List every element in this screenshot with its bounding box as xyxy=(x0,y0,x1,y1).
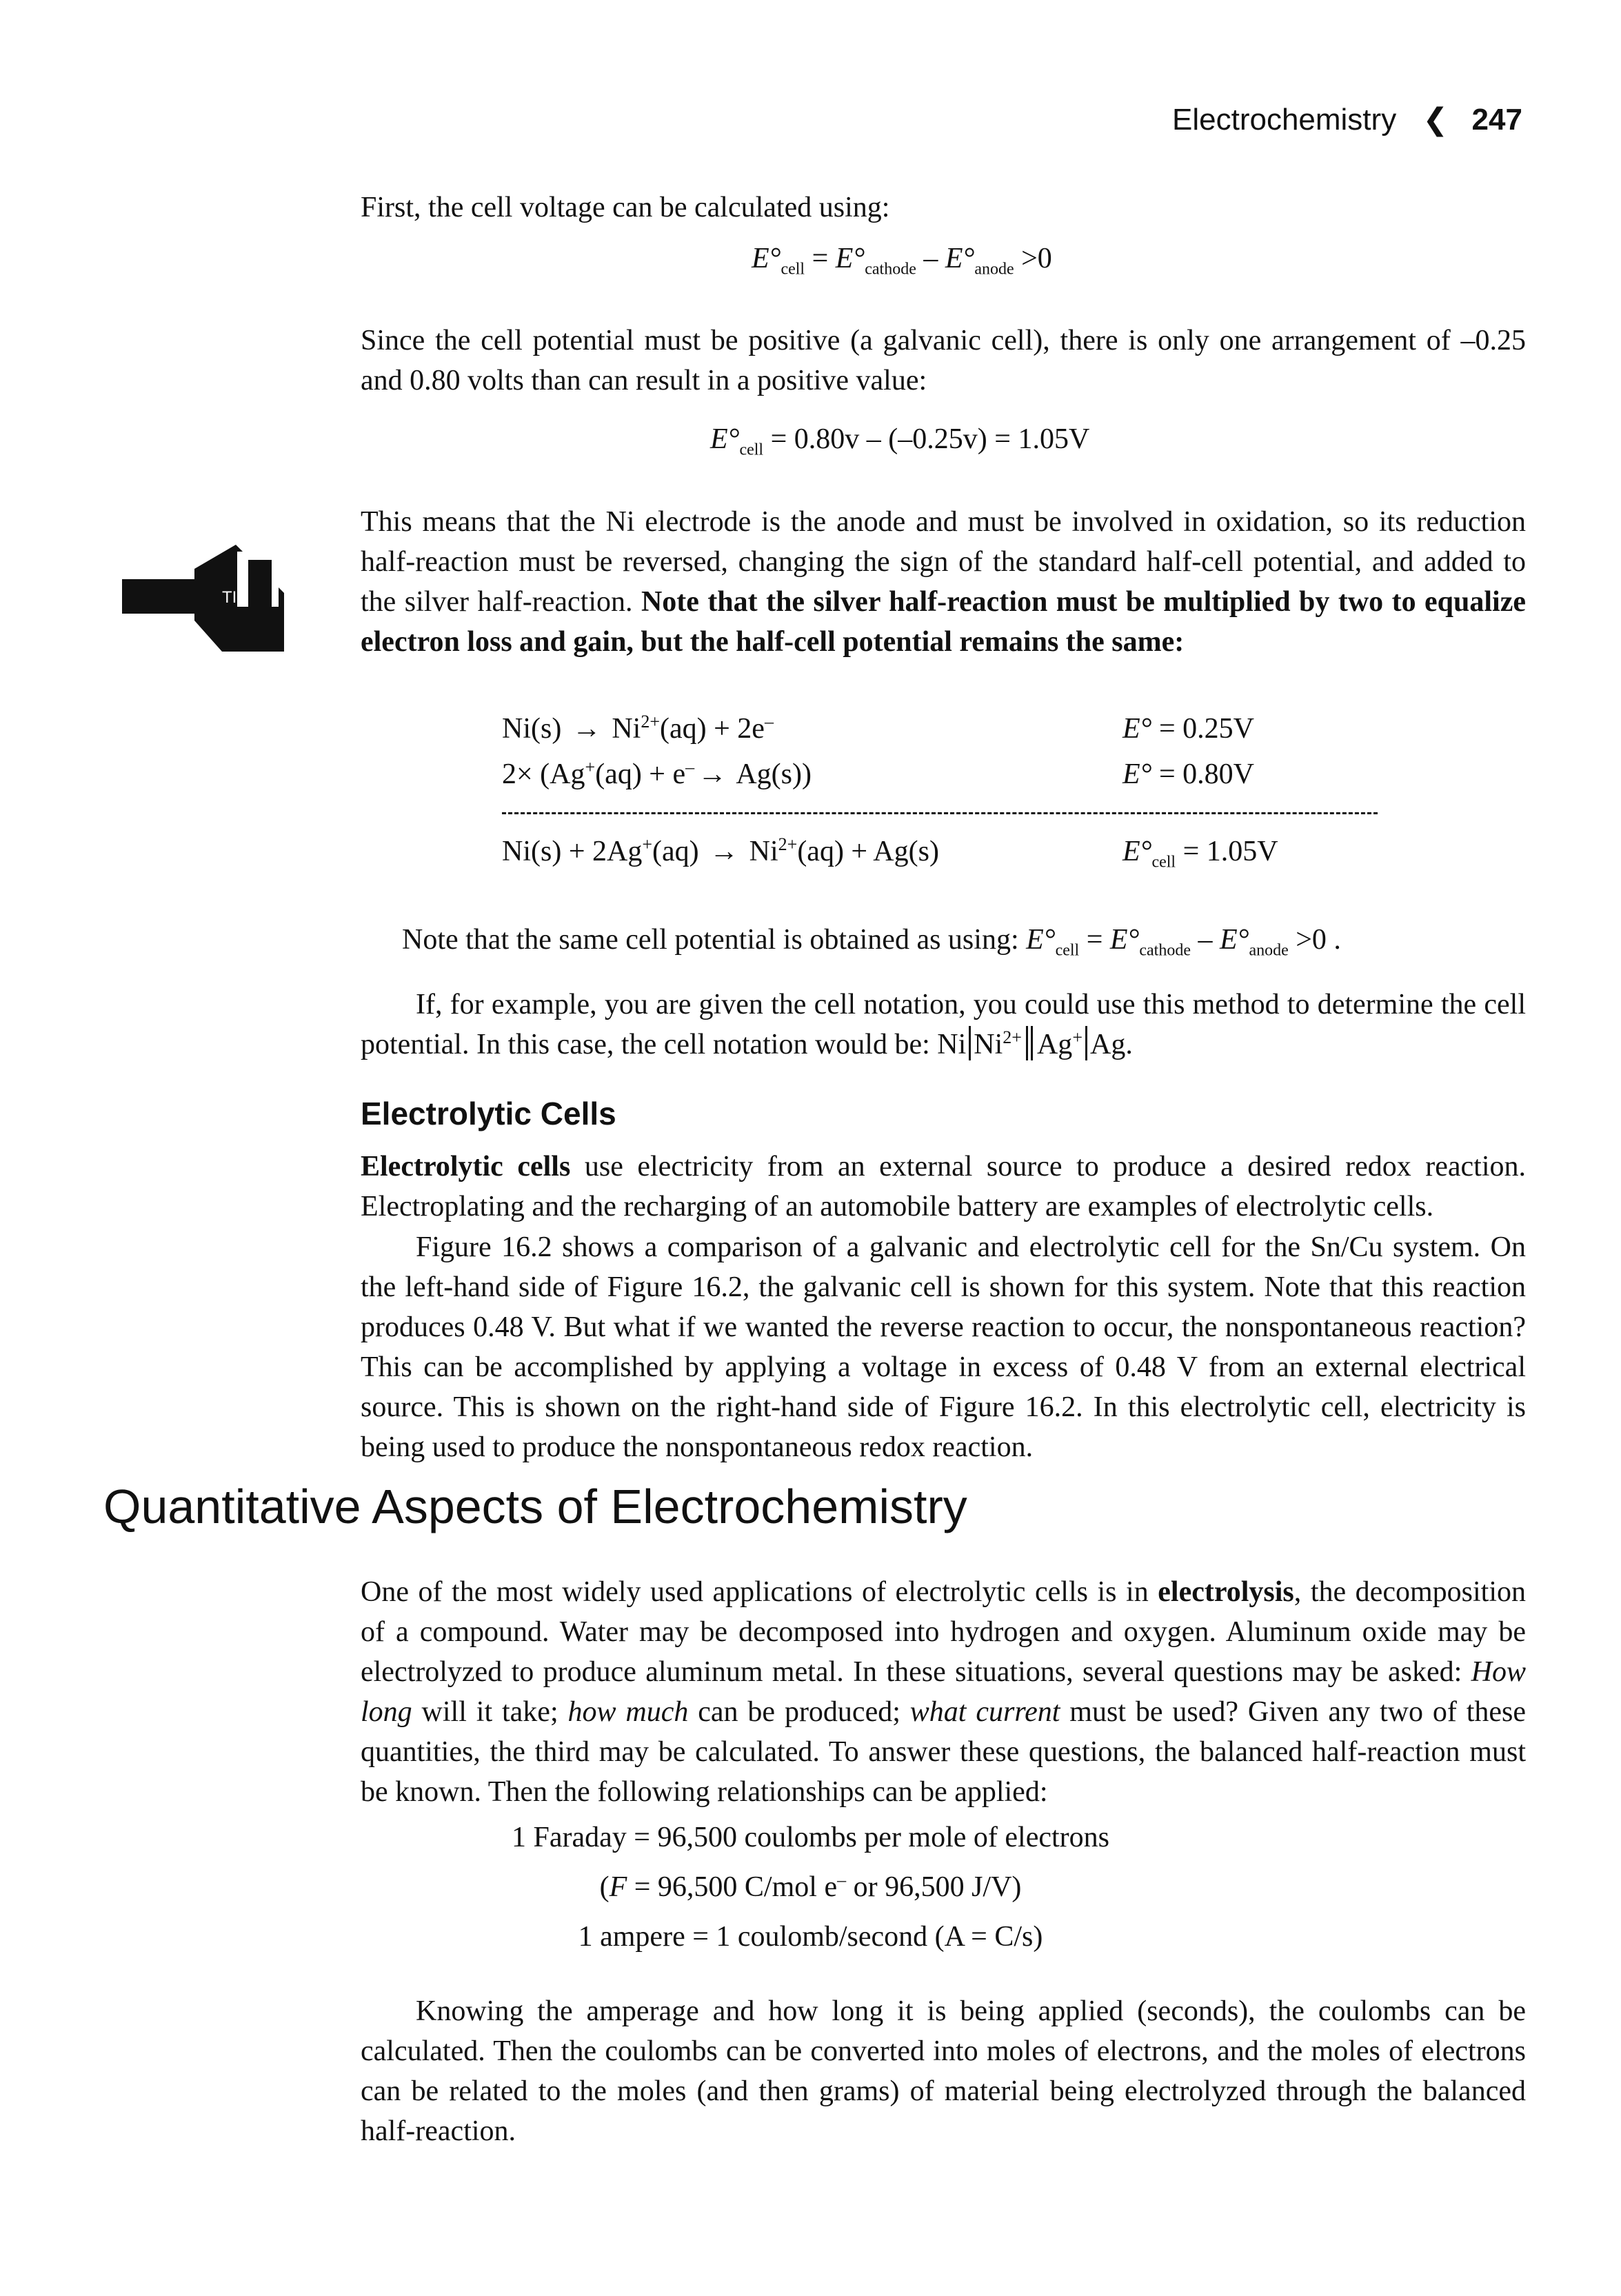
eq-symbol: E° xyxy=(752,243,781,274)
reaction-separator xyxy=(502,812,1378,814)
header-section: Electrochemistry xyxy=(1172,103,1397,137)
relation-faraday: 1 Faraday = 96,500 coulombs per mole of … xyxy=(512,1822,1109,1853)
heading-quantitative: Quantitative Aspects of Electrochemistry xyxy=(103,1480,967,1533)
equation-cell-value: E°cell = 0.80v – (–0.25v) = 1.05V xyxy=(710,423,1090,459)
pointing-hand-icon: TIP xyxy=(122,545,284,652)
relation-ampere: 1 ampere = 1 coulomb/second (A = C/s) xyxy=(578,1921,1043,1953)
right-arrow-icon: → xyxy=(572,713,601,745)
paragraph-electrolytic-1: Electrolytic cells use electricity from … xyxy=(361,1151,1526,1222)
phase-boundary xyxy=(1085,1026,1087,1060)
svg-text:TIP: TIP xyxy=(222,588,248,607)
running-header: Electrochemistry ❮ 247 xyxy=(1172,102,1531,143)
reaction-1-potential: E° = 0.25V xyxy=(1122,713,1254,745)
paragraph-knowing: Knowing the amperage and how long it is … xyxy=(361,1995,1526,2147)
paragraph-electrolysis: One of the most widely used applications… xyxy=(361,1576,1526,1808)
tip-emphasis: Note that the silver half-reaction must … xyxy=(361,586,1526,658)
paragraph-cell-notation: If, for example, you are given the cell … xyxy=(361,989,1526,1060)
paragraph-electrolytic-2: Figure 16.2 shows a comparison of a galv… xyxy=(361,1231,1526,1463)
paragraph-this-means: This means that the Ni electrode is the … xyxy=(361,506,1526,658)
phase-boundary xyxy=(969,1026,971,1060)
paragraph-first: First, the cell voltage can be calculate… xyxy=(361,192,890,223)
salt-bridge xyxy=(1025,1026,1033,1060)
tip-icon: TIP xyxy=(119,538,298,655)
relation-faraday-constant: (F = 96,500 C/mol e– or 96,500 J/V) xyxy=(599,1870,1022,1904)
paragraph-note: Note that the same cell potential is obt… xyxy=(402,924,1341,960)
reaction-2-potential: E° = 0.80V xyxy=(1122,758,1254,790)
paragraph-since: Since the cell potential must be positiv… xyxy=(361,325,1526,396)
page-number: 247 xyxy=(1471,103,1522,137)
reaction-1: Ni(s) → Ni2+(aq) + 2e– xyxy=(502,712,774,745)
equation-cell-potential: E°cell = E°cathode – E°anode >0 xyxy=(752,243,1052,279)
right-arrow-icon: → xyxy=(709,836,739,867)
reaction-overall-potential: E°cell = 1.05V xyxy=(1122,836,1278,872)
right-arrow-icon: → xyxy=(698,758,727,790)
reaction-overall: Ni(s) + 2Ag+(aq) → Ni2+(aq) + Ag(s) xyxy=(502,834,939,868)
reaction-2: 2× (Ag+(aq) + e–→ Ag(s)) xyxy=(502,757,812,791)
chevron-left-icon: ❮ xyxy=(1422,103,1449,137)
heading-electrolytic-cells: Electrolytic Cells xyxy=(361,1096,616,1131)
